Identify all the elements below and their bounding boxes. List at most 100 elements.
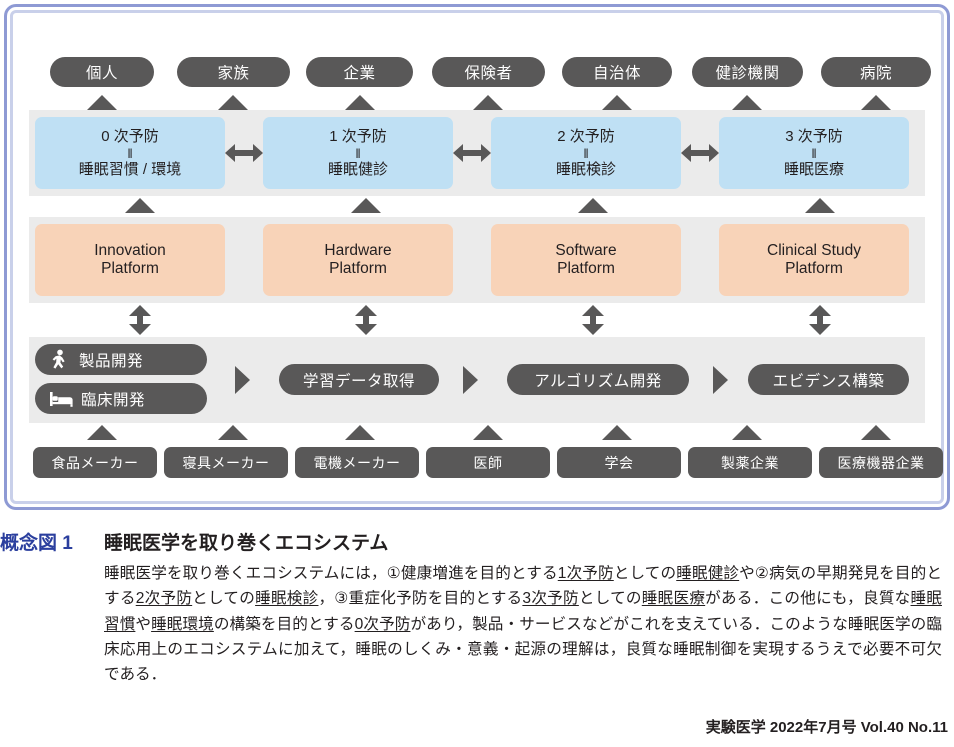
- caption-body: 睡眠医学を取り巻くエコシステムには，①健康増進を目的とする1次予防としての睡眠健…: [104, 561, 942, 687]
- prevention-equals: ‖: [583, 145, 589, 161]
- platform-line1: Clinical Study: [767, 241, 861, 259]
- platform-line2: Platform: [557, 260, 615, 277]
- arrow-stem: [137, 314, 143, 326]
- prevention-box-1[interactable]: 1 次予防 ‖ 睡眠健診: [263, 117, 453, 189]
- caption-text: がある．この他にも，良質な: [705, 590, 911, 608]
- supplier-pill-electronics[interactable]: 電機メーカー: [295, 447, 419, 478]
- caption-term-underlined: 睡眠健診: [676, 565, 740, 582]
- prevention-box-2[interactable]: 2 次予防 ‖ 睡眠検診: [491, 117, 681, 189]
- figure-frame: 個人 家族 企業 保険者 自治体 健診機関 病院 0 次予防: [4, 4, 950, 510]
- prevention-box-0[interactable]: 0 次予防 ‖ 睡眠習慣 / 環境: [35, 117, 225, 189]
- arrow-stem: [590, 314, 596, 326]
- arrow-up-icon: [602, 425, 632, 440]
- arrow-up-icon: [473, 425, 503, 440]
- prevention-sub: 睡眠検診: [555, 160, 616, 178]
- caption-text: としての: [578, 590, 642, 608]
- caption-text: としての: [192, 590, 256, 608]
- caption-term-underlined: 睡眠習慣: [104, 590, 942, 633]
- platform-line1: Innovation: [94, 241, 166, 259]
- arrow-up-icon: [218, 425, 248, 440]
- development-label: 臨床開発: [81, 391, 146, 409]
- supplier-pill-academic-society[interactable]: 学会: [557, 447, 681, 478]
- stakeholder-label: 家族: [217, 65, 250, 82]
- arrow-up-icon: [732, 95, 762, 110]
- stakeholder-pill-kigyo[interactable]: 企業: [306, 57, 413, 87]
- prevention-box-3[interactable]: 3 次予防 ‖ 睡眠医療: [719, 117, 909, 189]
- arrow-stem: [234, 150, 254, 156]
- stakeholder-pill-kazoku[interactable]: 家族: [177, 57, 290, 87]
- supplier-pill-doctor[interactable]: 医師: [426, 447, 550, 478]
- platform-box-hardware[interactable]: Hardware Platform: [263, 224, 453, 296]
- platform-line2: Platform: [329, 260, 387, 277]
- caption-text: 睡眠医学を取り巻くエコシステムには，①健康増進を目的とする: [104, 565, 558, 582]
- stakeholder-label: 自治体: [592, 65, 641, 82]
- stakeholder-pill-jichitai[interactable]: 自治体: [562, 57, 672, 87]
- arrow-right-icon: [235, 366, 250, 394]
- arrow-bidirectional-icon: [453, 144, 491, 162]
- prevention-sub: 睡眠医療: [783, 160, 844, 178]
- pipeline-pill-data-acquisition[interactable]: 学習データ取得: [279, 364, 439, 395]
- supplier-label: 食品メーカー: [51, 454, 139, 471]
- stakeholder-pill-byoin[interactable]: 病院: [821, 57, 931, 87]
- arrow-stem: [462, 150, 482, 156]
- caption-text: ，③重症化予防を目的とする: [318, 590, 523, 608]
- arrow-up-icon: [87, 95, 117, 110]
- platform-box-innovation[interactable]: Innovation Platform: [35, 224, 225, 296]
- prevention-equals: ‖: [355, 145, 361, 161]
- arrow-up-icon: [732, 425, 762, 440]
- pipeline-pill-evidence[interactable]: エビデンス構築: [748, 364, 909, 395]
- supplier-pill-food[interactable]: 食品メーカー: [33, 447, 157, 478]
- supplier-pill-pharma[interactable]: 製薬企業: [688, 447, 812, 478]
- arrow-up-icon: [861, 425, 891, 440]
- caption-term-underlined: 2次予防: [135, 590, 193, 608]
- arrow-up-icon: [351, 198, 381, 213]
- prevention-title: 3 次予防: [785, 127, 843, 145]
- caption-text: があり，製品・サービスなどがこれを支えている．このような睡眠医学の臨床応用上のエ…: [104, 615, 942, 684]
- pipeline-label: アルゴリズム開発: [534, 372, 662, 390]
- caption-number: 概念図 1: [0, 533, 73, 554]
- arrow-up-icon: [345, 425, 375, 440]
- arrow-up-icon: [861, 95, 891, 110]
- caption-title: 睡眠医学を取り巻くエコシステム: [104, 533, 389, 554]
- platform-line1: Software: [555, 241, 617, 259]
- caption-heading: 概念図 1 睡眠医学を取り巻くエコシステム: [0, 528, 954, 555]
- supplier-pill-bedding[interactable]: 寝具メーカー: [164, 447, 288, 478]
- caption-text: の構築を目的とする: [213, 615, 355, 633]
- stakeholder-pill-kojin[interactable]: 個人: [50, 57, 154, 87]
- prevention-title: 1 次予防: [329, 127, 387, 145]
- pipeline-label: エビデンス構築: [772, 372, 885, 390]
- stakeholder-label: 企業: [343, 65, 376, 82]
- arrow-stem: [817, 314, 823, 326]
- stakeholder-pill-hokensha[interactable]: 保険者: [432, 57, 545, 87]
- development-label: 製品開発: [79, 352, 144, 370]
- arrow-stem: [363, 314, 369, 326]
- arrow-bidirectional-vertical-icon: [582, 305, 604, 335]
- prevention-sub: 睡眠健診: [327, 160, 388, 178]
- development-pill-product[interactable]: 製品開発: [35, 344, 207, 375]
- arrow-right-icon: [713, 366, 728, 394]
- arrow-bidirectional-vertical-icon: [355, 305, 377, 335]
- development-pill-clinical[interactable]: 臨床開発: [35, 383, 207, 414]
- platform-line2: Platform: [785, 260, 843, 277]
- supplier-label: 学会: [604, 454, 634, 471]
- platform-box-clinical-study[interactable]: Clinical Study Platform: [719, 224, 909, 296]
- prevention-equals: ‖: [127, 145, 133, 161]
- stakeholder-label: 病院: [859, 65, 892, 82]
- supplier-label: 医師: [473, 454, 503, 471]
- supplier-label: 製薬企業: [721, 454, 779, 471]
- caption-text: や②病気の早期発見を目的とする: [104, 565, 942, 608]
- pipeline-pill-algorithm[interactable]: アルゴリズム開発: [507, 364, 689, 395]
- walking-person-icon: [49, 349, 69, 371]
- caption-term-underlined: 睡眠環境: [151, 615, 214, 633]
- caption-term-underlined: 3次予防: [522, 590, 579, 608]
- supplier-pill-medical-device[interactable]: 医療機器企業: [819, 447, 943, 478]
- caption-term-underlined: 睡眠検診: [255, 590, 319, 608]
- platform-box-software[interactable]: Software Platform: [491, 224, 681, 296]
- arrow-up-icon: [125, 198, 155, 213]
- bed-icon: [49, 390, 73, 408]
- stakeholder-pill-kenshinkikan[interactable]: 健診機関: [692, 57, 803, 87]
- prevention-equals: ‖: [811, 145, 817, 161]
- prevention-sub: 睡眠習慣 / 環境: [78, 160, 182, 178]
- arrow-up-icon: [87, 425, 117, 440]
- prevention-title: 0 次予防: [101, 127, 159, 145]
